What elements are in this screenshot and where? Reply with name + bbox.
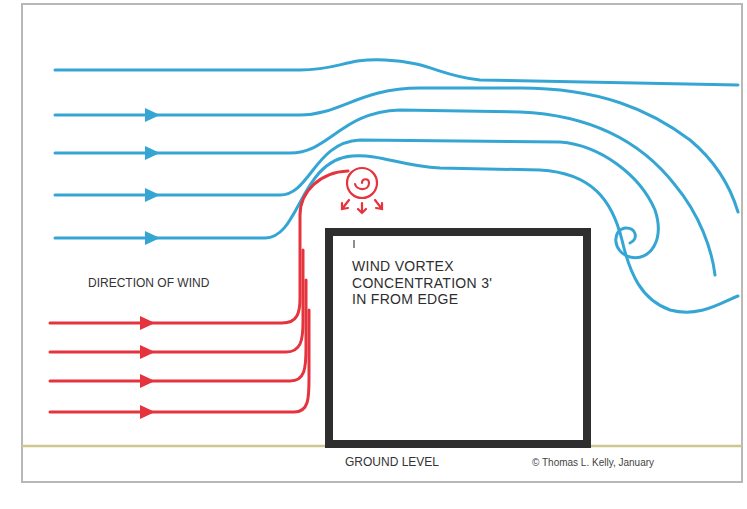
building-box: WIND VORTEX CONCENTRATION 3' IN FROM EDG… — [325, 228, 591, 448]
ground-label: GROUND LEVEL — [345, 455, 439, 469]
upper-wind-streamlines — [55, 60, 738, 312]
wind-arrowheads — [140, 316, 155, 419]
copyright-note: © Thomas L. Kelly, January — [532, 457, 654, 468]
building-note: WIND VORTEX CONCENTRATION 3' IN FROM EDG… — [352, 258, 497, 308]
leader-tick — [353, 240, 354, 248]
wind-arrowheads — [145, 108, 160, 245]
direction-label: DIRECTION OF WIND — [88, 276, 209, 290]
wind-vortex — [342, 168, 382, 213]
lower-wind-streamlines — [50, 171, 348, 412]
picture-frame — [22, 4, 742, 482]
